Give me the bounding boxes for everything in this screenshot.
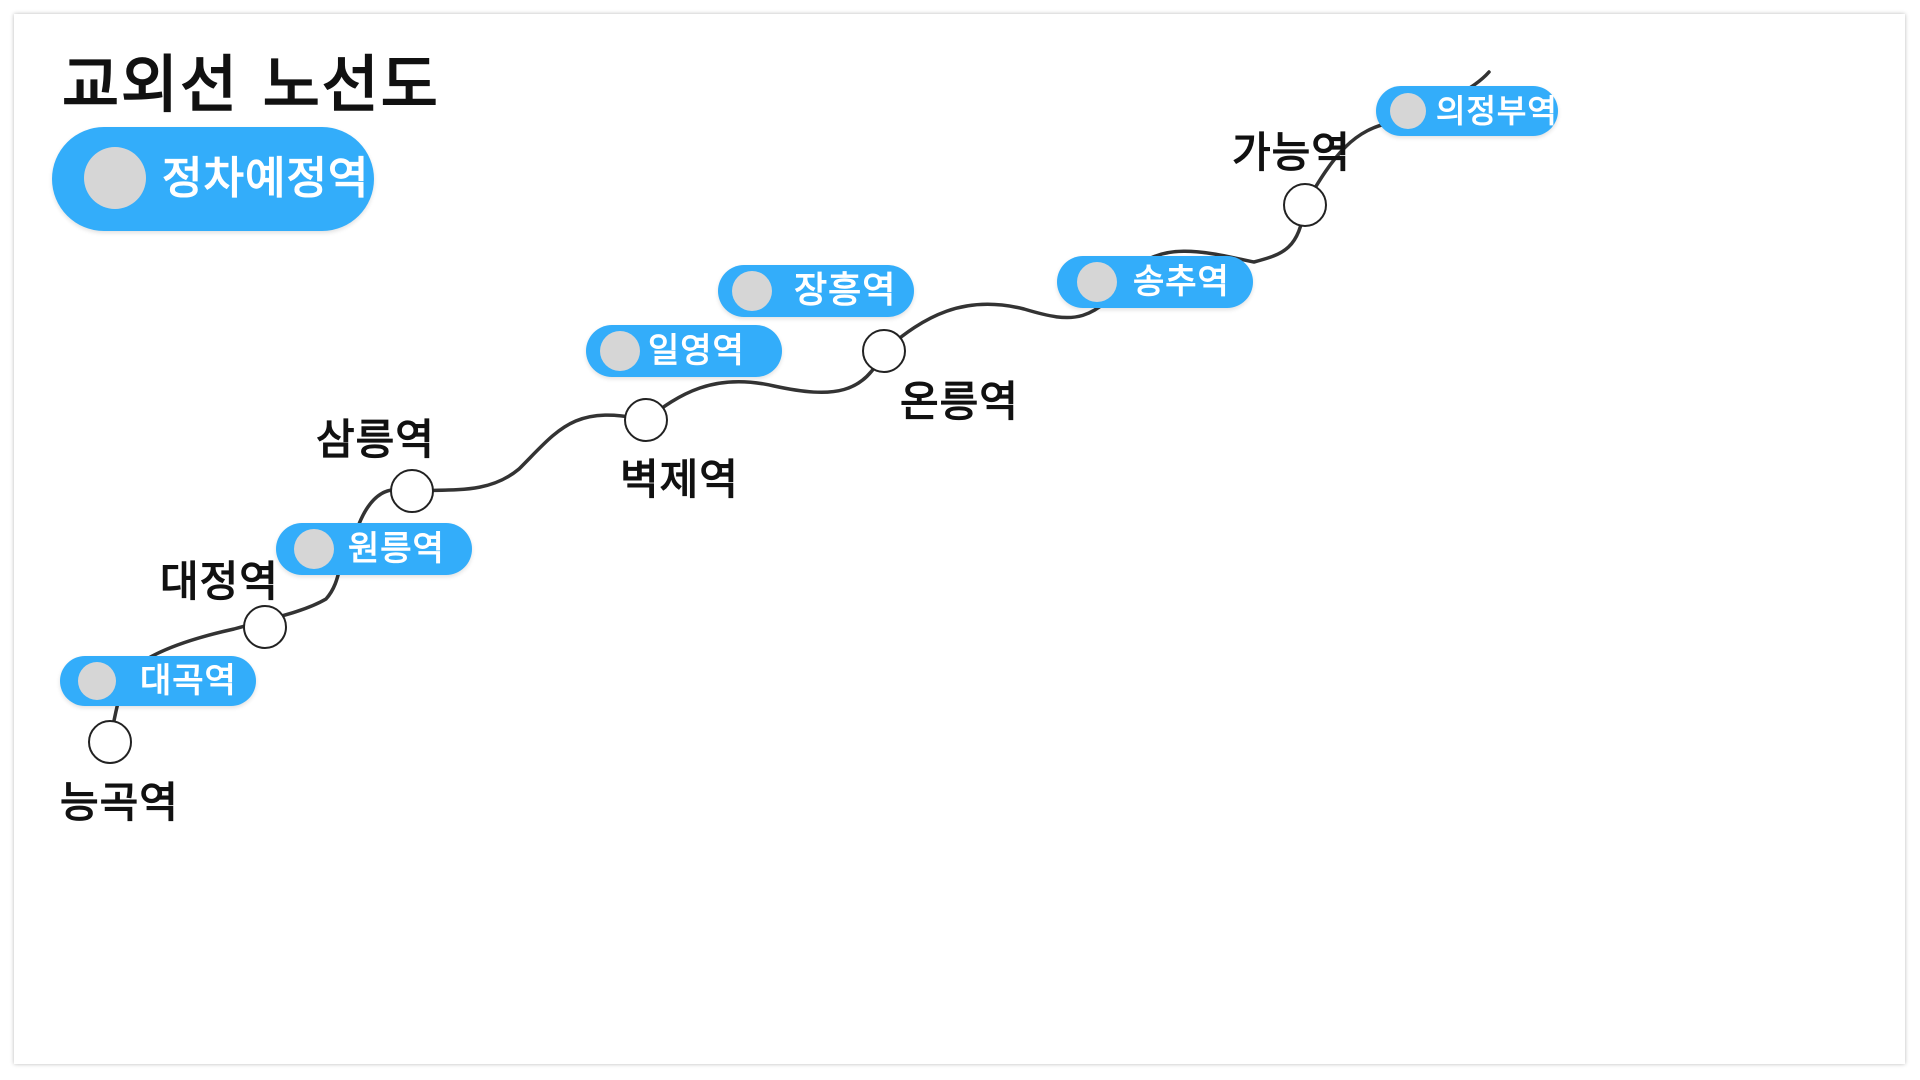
legend-label: 정차예정역 (162, 153, 370, 204)
route-line (108, 70, 1491, 744)
legend-stop-badge: 정차예정역 (52, 127, 374, 231)
stop-label: 원릉역 (348, 529, 445, 569)
stop-label: 의정부역 (1436, 92, 1558, 130)
circle-marker-icon (84, 147, 146, 209)
stop-label: 장흥역 (794, 270, 897, 311)
station-label-onneung: 온릉역 (900, 377, 1019, 426)
route-map-card: 교외선 노선도 정차예정역 능곡역 대정역 삼릉역 벽제역 온릉역 가능역 대곡… (14, 14, 1905, 1064)
station-label-neunggok: 능곡역 (60, 778, 179, 827)
station-label-ganeung: 가능역 (1232, 128, 1351, 177)
stop-dot-icon (294, 529, 334, 569)
stop-dot-icon (1077, 262, 1117, 302)
stop-pill-ilyeong[interactable]: 일영역 (586, 325, 782, 377)
stop-label: 일영역 (648, 331, 745, 371)
stop-label: 대곡역 (140, 661, 237, 701)
route-line-diagram (108, 70, 1491, 744)
stop-pill-wonneung[interactable]: 원릉역 (276, 523, 472, 575)
stop-dot-icon (732, 271, 772, 311)
station-label-byeokje: 벽제역 (620, 455, 739, 504)
page-title: 교외선 노선도 (62, 48, 440, 121)
stop-dot-icon (600, 331, 640, 371)
stop-pill-uijeongbu[interactable]: 의정부역 (1376, 86, 1558, 136)
station-label-daejeong: 대정역 (160, 557, 279, 606)
station-label-samneung: 삼릉역 (316, 415, 435, 464)
stop-label: 송추역 (1133, 262, 1230, 302)
stop-pill-songchu[interactable]: 송추역 (1057, 256, 1253, 308)
stop-pill-daegok[interactable]: 대곡역 (60, 656, 256, 706)
stop-pill-janghung[interactable]: 장흥역 (718, 265, 914, 317)
stop-dot-icon (78, 662, 116, 700)
stop-dot-icon (1390, 93, 1426, 129)
